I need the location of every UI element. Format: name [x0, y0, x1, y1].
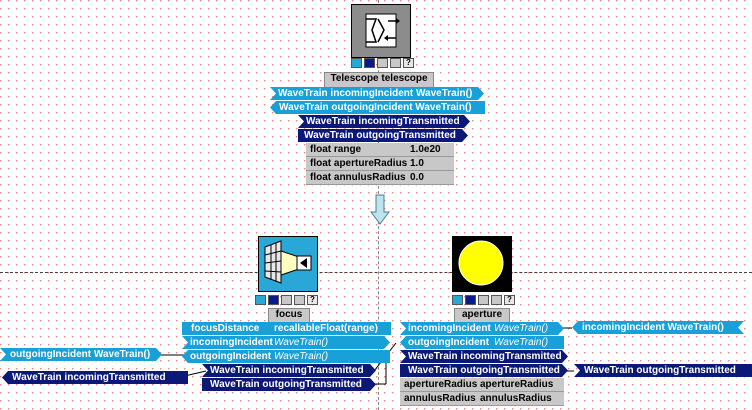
- expand-down-arrow-icon: [370, 194, 390, 225]
- property-toggle-icon[interactable]: [294, 295, 305, 305]
- help-icon[interactable]: ?: [403, 58, 414, 68]
- telescope-prop-annulus-radius[interactable]: float annulusRadius 0.0: [306, 171, 454, 185]
- prop-value: 0.0: [410, 172, 424, 183]
- aperture-disk-icon[interactable]: [452, 236, 512, 292]
- param-value: recallableFloat(range): [274, 323, 378, 334]
- external-port-outgoing-incident[interactable]: outgoingIncident WaveTrain(): [0, 348, 162, 361]
- prop-label: float range: [310, 144, 362, 155]
- telescope-toolbar: ?: [351, 58, 414, 70]
- port-value: WaveTrain(): [274, 337, 329, 348]
- port-label: incomingIncident: [190, 337, 273, 348]
- dark-port-toggle-icon[interactable]: [465, 295, 476, 305]
- focus-toolbar: ?: [255, 295, 318, 307]
- prop-value: 1.0: [410, 158, 424, 169]
- port-label: incomingIncident: [408, 323, 491, 334]
- telescope-port-incoming-incident[interactable]: WaveTrain incomingIncident WaveTrain(): [270, 87, 484, 100]
- prop-value: annulusRadius: [480, 393, 552, 404]
- gray-box-icon[interactable]: [377, 58, 388, 68]
- aperture-toolbar: ?: [452, 295, 515, 307]
- telescope-port-outgoing-incident[interactable]: WaveTrain outgoingIncident WaveTrain(): [270, 101, 485, 114]
- prop-label: float apertureRadius: [310, 158, 408, 169]
- port-label: outgoingIncident: [408, 337, 490, 348]
- prop-value: apertureRadius: [480, 379, 554, 390]
- help-icon[interactable]: ?: [504, 295, 515, 305]
- telescope-port-outgoing-transmitted[interactable]: WaveTrain outgoingTransmitted: [298, 129, 468, 142]
- prop-label: annulusRadius: [404, 393, 476, 404]
- focus-port-outgoing-incident[interactable]: outgoingIncident WaveTrain(): [182, 350, 390, 363]
- property-toggle-icon[interactable]: [491, 295, 502, 305]
- port-value: WaveTrain(): [274, 351, 329, 362]
- external-port-incoming-transmitted[interactable]: WaveTrain incomingTransmitted: [2, 371, 188, 384]
- dark-port-toggle-icon[interactable]: [364, 58, 375, 68]
- param-label: focusDistance: [191, 323, 260, 334]
- aperture-port-incoming-incident[interactable]: incomingIncident WaveTrain(): [400, 322, 564, 335]
- external-port-outgoing-transmitted[interactable]: WaveTrain outgoingTransmitted: [574, 364, 752, 377]
- help-icon[interactable]: ?: [307, 295, 318, 305]
- aperture-prop-annulus-radius[interactable]: annulusRadius annulusRadius: [400, 392, 564, 406]
- telescope-name-label[interactable]: Telescope telescope: [324, 72, 434, 88]
- focus-port-incoming-incident[interactable]: incomingIncident WaveTrain(): [182, 336, 390, 349]
- aperture-port-incoming-transmitted[interactable]: WaveTrain incomingTransmitted: [400, 350, 568, 363]
- telescope-port-incoming-transmitted[interactable]: WaveTrain incomingTransmitted: [298, 115, 470, 128]
- prop-value: 1.0e20: [410, 144, 441, 155]
- gray-box-icon[interactable]: [478, 295, 489, 305]
- telescope-prop-range[interactable]: float range 1.0e20: [306, 143, 454, 157]
- property-toggle-icon[interactable]: [390, 58, 401, 68]
- aperture-name-label[interactable]: aperture: [454, 308, 510, 324]
- telescope-prop-aperture-radius[interactable]: float apertureRadius 1.0: [306, 157, 454, 171]
- prop-label: apertureRadius: [404, 379, 478, 390]
- port-value: WaveTrain(): [494, 323, 549, 334]
- focus-lens-icon[interactable]: [258, 236, 318, 292]
- focus-param-focus-distance[interactable]: focusDistance recallableFloat(range): [182, 322, 391, 335]
- light-port-toggle-icon[interactable]: [452, 295, 463, 305]
- gray-box-icon[interactable]: [281, 295, 292, 305]
- dark-port-toggle-icon[interactable]: [268, 295, 279, 305]
- aperture-port-outgoing-transmitted[interactable]: WaveTrain outgoingTransmitted: [400, 364, 568, 377]
- focus-port-outgoing-transmitted[interactable]: WaveTrain outgoingTransmitted: [202, 378, 376, 391]
- port-value: WaveTrain(): [494, 337, 549, 348]
- prop-label: float annulusRadius: [310, 172, 406, 183]
- focus-port-incoming-transmitted[interactable]: WaveTrain incomingTransmitted: [202, 364, 376, 377]
- port-label: outgoingIncident: [190, 351, 272, 362]
- telescope-icon[interactable]: [351, 4, 411, 58]
- horizontal-guide-line: [0, 272, 752, 273]
- aperture-port-outgoing-incident[interactable]: outgoingIncident WaveTrain(): [400, 336, 564, 349]
- external-port-incoming-incident[interactable]: incomingIncident WaveTrain(): [572, 321, 744, 334]
- light-port-toggle-icon[interactable]: [255, 295, 266, 305]
- aperture-prop-aperture-radius[interactable]: apertureRadius apertureRadius: [400, 378, 564, 392]
- light-port-toggle-icon[interactable]: [351, 58, 362, 68]
